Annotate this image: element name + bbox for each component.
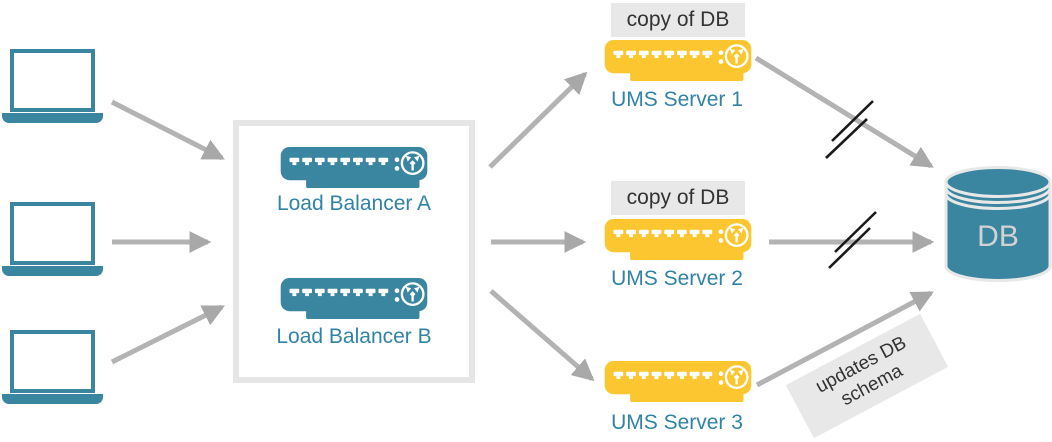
slash-mark-ums2-db — [834, 211, 877, 253]
arrow-ums1-to-db — [754, 55, 934, 169]
database-cylinder-icon: DB — [944, 166, 1052, 282]
ums-server-3-label: UMS Server 3 — [611, 411, 743, 434]
slash-mark-ums2-db — [828, 227, 871, 269]
arrow-client3-to-loadbalancer — [110, 304, 225, 365]
server-appliance-icon — [604, 219, 752, 261]
arrow-loadbalancer-to-ums1 — [488, 71, 588, 169]
slash-mark-ums1-db — [831, 100, 874, 142]
slash-mark-ums1-db — [825, 118, 868, 159]
load-balancer-group-box: Load Balancer A Load — [233, 120, 475, 383]
copy-of-db-badge: copy of DB — [611, 181, 745, 215]
arrow-ums3-to-db — [755, 290, 934, 388]
laptop-icon — [2, 330, 103, 404]
load-balancer-appliance-icon — [280, 278, 428, 320]
server-appliance-icon — [604, 40, 752, 82]
arrow-loadbalancer-to-ums3 — [489, 289, 595, 382]
ums-server-1-label: UMS Server 1 — [611, 88, 743, 111]
laptop-icon — [2, 49, 103, 123]
server-appliance-icon — [604, 361, 752, 403]
arrow-client1-to-loadbalancer — [110, 99, 225, 161]
load-balancer-b-label: Load Balancer B — [276, 325, 432, 348]
copy-of-db-badge: copy of DB — [611, 3, 745, 37]
db-label: DB — [977, 220, 1019, 253]
laptop-icon — [2, 202, 103, 276]
load-balancer-appliance-icon — [280, 147, 428, 189]
load-balancer-a-label: Load Balancer A — [276, 192, 432, 215]
ums-server-2-label: UMS Server 2 — [611, 267, 743, 290]
